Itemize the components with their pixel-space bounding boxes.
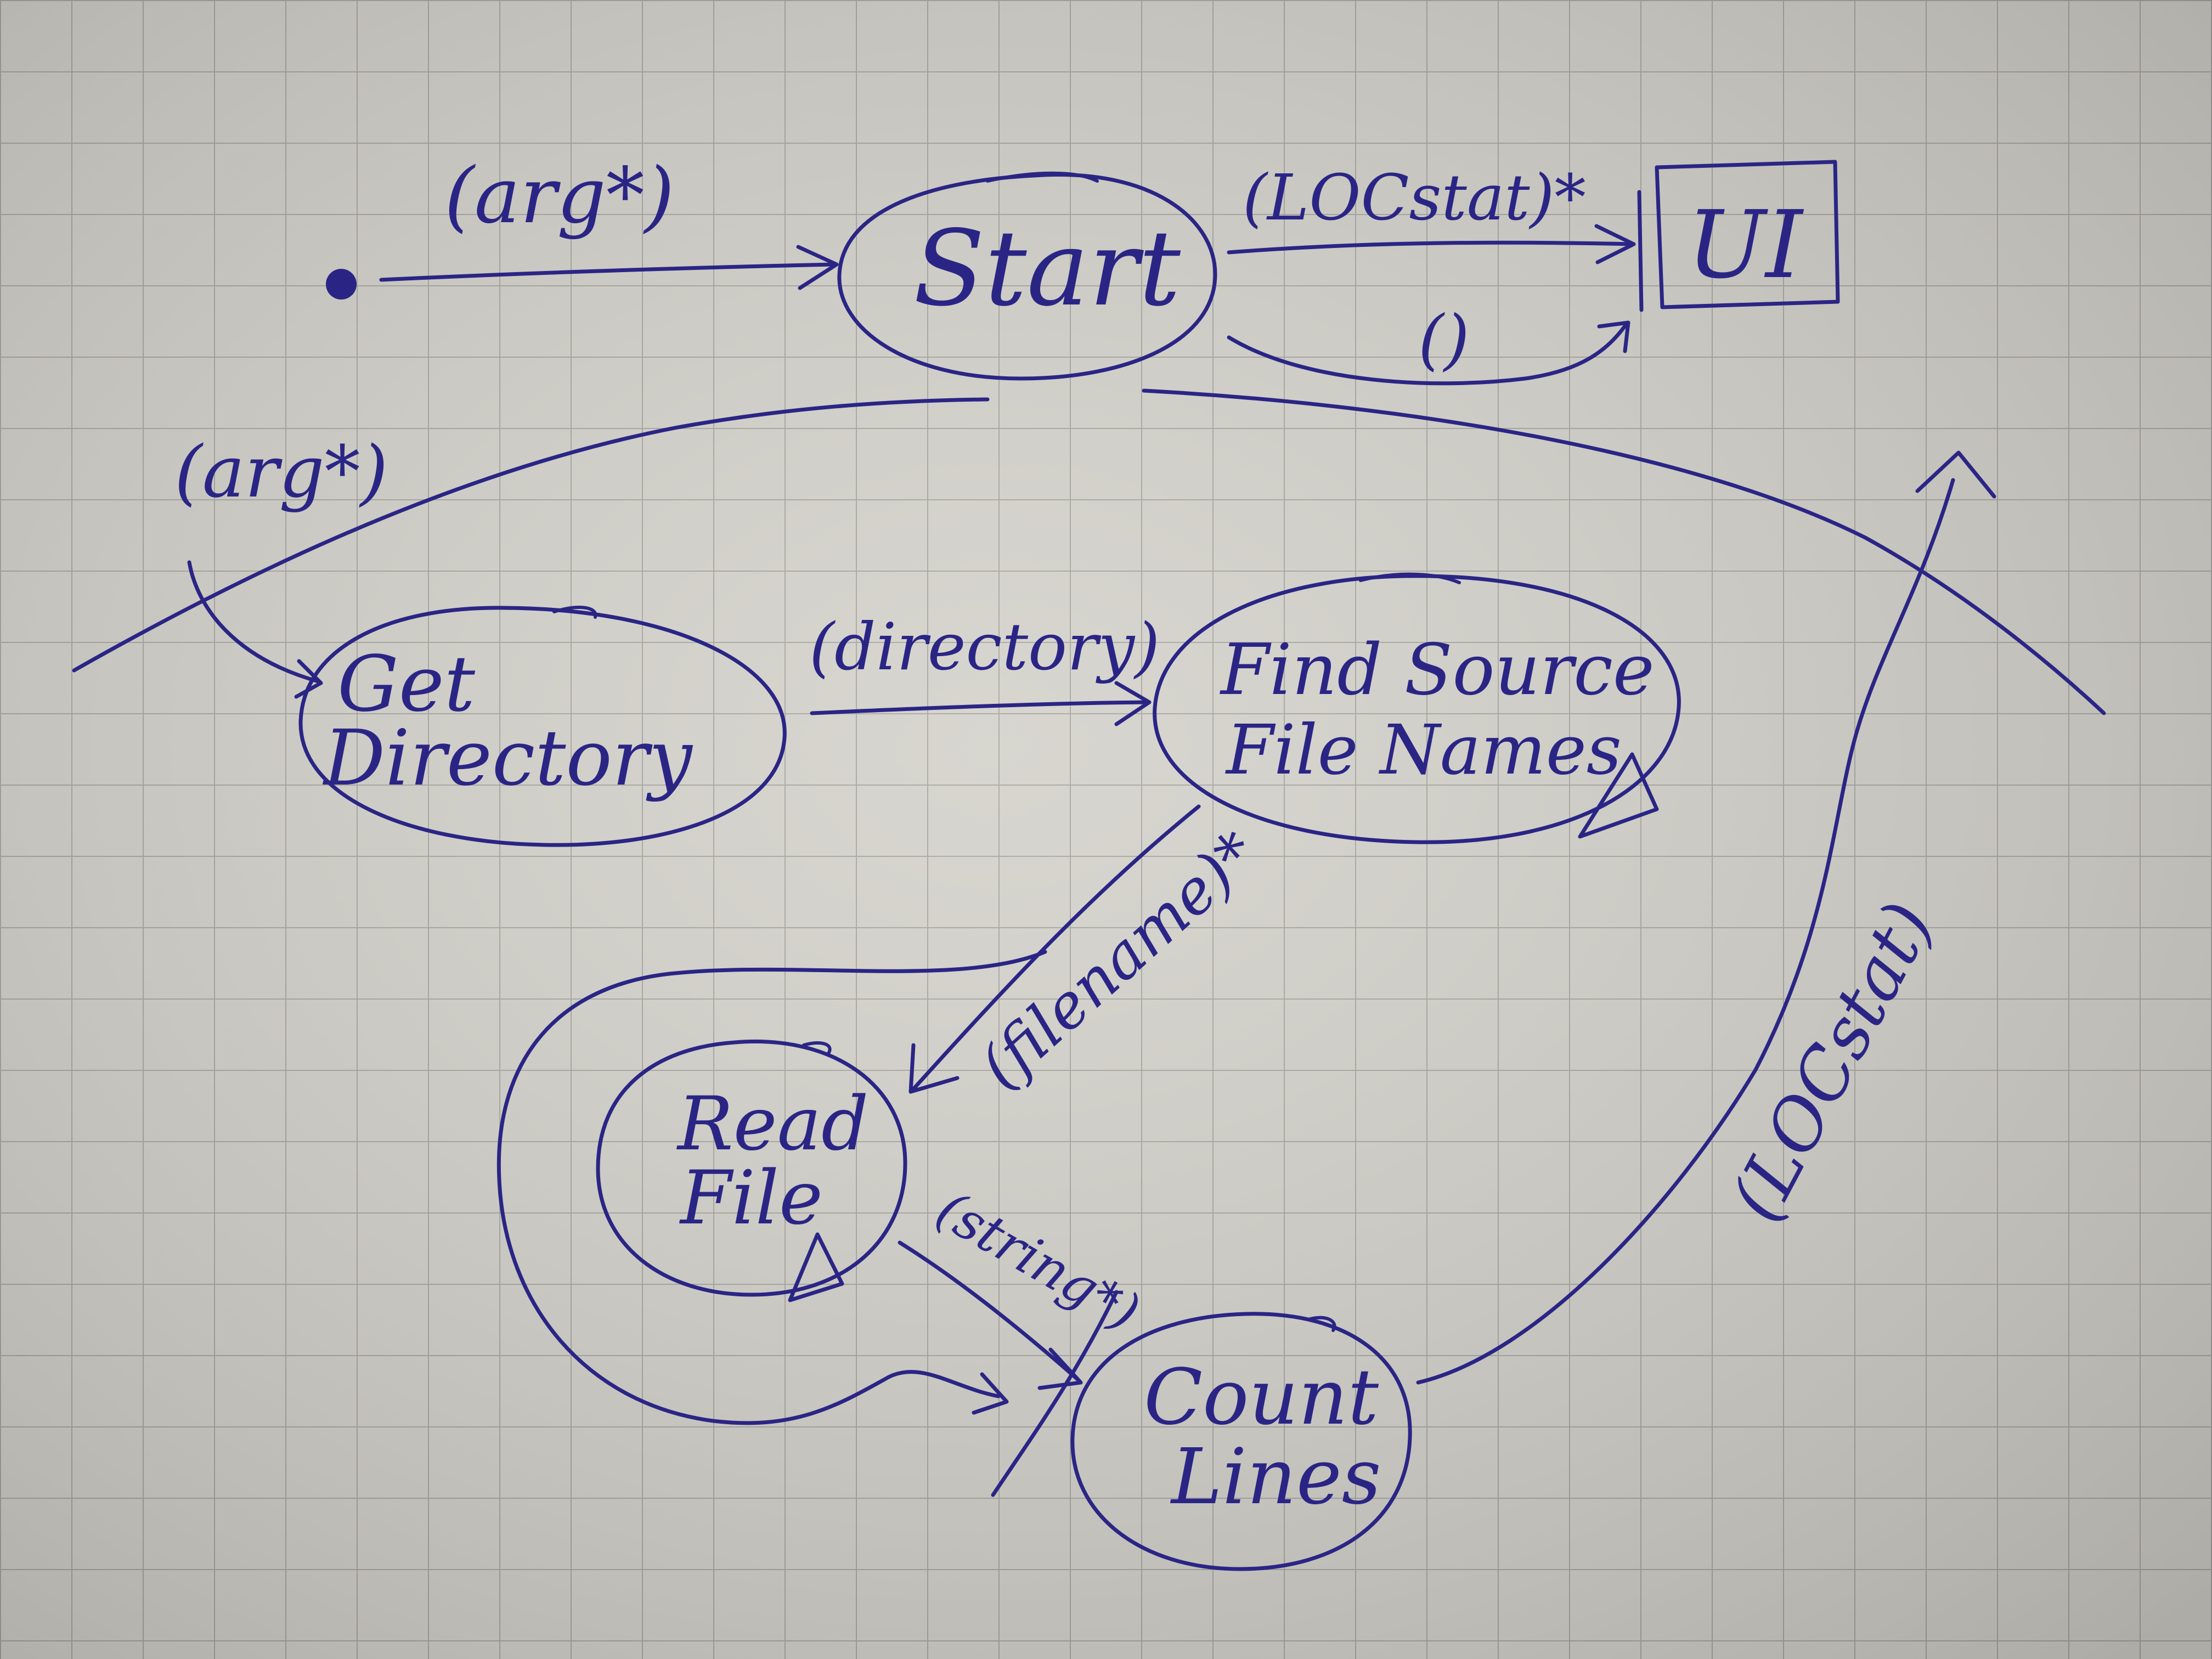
arrowhead-start-to-ui-stat xyxy=(1594,224,1636,264)
arrow-to-get-directory xyxy=(187,560,320,684)
arrowhead-find-to-read xyxy=(909,1043,960,1094)
arrow-count-to-ui xyxy=(1416,478,1955,1385)
arrowhead-read-to-count xyxy=(1037,1347,1083,1390)
count-lines-overstroke xyxy=(1307,1316,1336,1332)
read-file-label-line2: File xyxy=(679,1155,823,1241)
label-initial-to-start: (arg*) xyxy=(444,151,674,241)
ui-box xyxy=(1655,160,1840,309)
arrow-start-to-ui-empty xyxy=(1227,321,1629,386)
count-lines-label-line1: Count xyxy=(1144,1353,1379,1442)
read-file-ellipse xyxy=(596,1040,907,1297)
arrowhead-get-dir-to-find xyxy=(1114,681,1152,726)
arrowhead-count-to-ui xyxy=(1915,450,1996,499)
find-source-triangle-marker xyxy=(1578,752,1659,839)
arrowhead-start-to-ui-empty xyxy=(1597,320,1630,353)
arrowhead-initial-to-start xyxy=(796,245,839,290)
read-file-label-line1: Read xyxy=(676,1081,868,1167)
count-lines-ellipse xyxy=(1070,1312,1412,1571)
get-directory-label-line2: Directory xyxy=(322,714,693,803)
count-lines-label-line2: Lines xyxy=(1170,1432,1381,1522)
label-start-to-ui-empty: () xyxy=(1418,302,1470,378)
find-source-ellipse xyxy=(1153,574,1681,844)
get-directory-label-line1: Get xyxy=(337,640,476,729)
ui-box-left-bar xyxy=(1637,190,1644,312)
initial-state-dot xyxy=(326,269,357,300)
find-source-label-line2: File Names xyxy=(1225,710,1622,790)
read-file-overstroke xyxy=(802,1041,832,1055)
find-source-label-line1: Find Source xyxy=(1220,629,1655,711)
get-directory-ellipse xyxy=(298,606,787,847)
read-file-triangle-marker xyxy=(788,1232,844,1302)
read-file-composite-loop xyxy=(496,950,1047,1425)
find-source-overstroke xyxy=(1359,572,1461,584)
transition-bar-read-to-count xyxy=(991,1290,1119,1497)
ui-label: UI xyxy=(1687,191,1804,300)
label-to-get-directory: (arg*) xyxy=(174,430,388,514)
read-file-loop-arrowhead xyxy=(972,1372,1009,1415)
label-get-dir-to-find: (directory) xyxy=(809,609,1160,685)
arrow-initial-to-start xyxy=(379,262,836,282)
arrow-find-to-read xyxy=(911,804,1201,1091)
arrow-get-dir-to-find xyxy=(810,700,1149,715)
start-state-label: Start xyxy=(913,208,1181,329)
arrow-start-to-ui-stat xyxy=(1227,240,1634,255)
start-state-ellipse xyxy=(837,173,1217,381)
label-start-to-ui-stat: (LOCstat)* xyxy=(1243,161,1586,235)
composite-boundary-arc-left xyxy=(72,397,990,673)
get-directory-overstroke xyxy=(552,606,597,619)
composite-boundary-arc-right xyxy=(1142,388,2106,715)
arrow-read-to-count xyxy=(898,1240,1080,1382)
start-state-overstroke xyxy=(986,171,1099,183)
